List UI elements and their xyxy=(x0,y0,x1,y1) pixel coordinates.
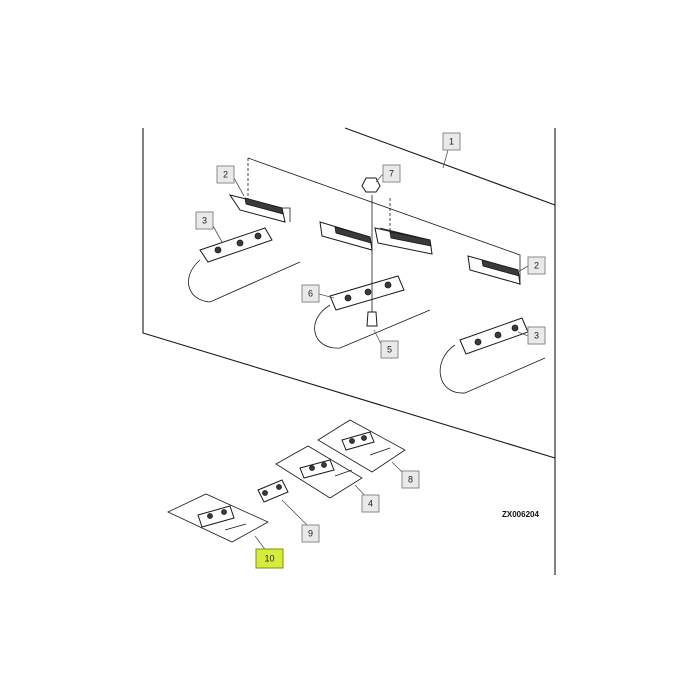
knife-section-middle xyxy=(319,221,373,251)
knife-head-middle xyxy=(329,275,405,311)
callout-4: 4 xyxy=(361,494,380,513)
knife-head-right xyxy=(459,317,529,355)
callout-5-label: 5 xyxy=(387,345,392,355)
callout-9: 9 xyxy=(301,524,320,543)
callout-6: 6 xyxy=(301,284,320,303)
callout-9-label: 9 xyxy=(308,529,313,539)
callout-10: 10 xyxy=(255,548,284,569)
kit-pack-4 xyxy=(275,445,363,499)
callout-7-label: 7 xyxy=(389,169,394,179)
callout-8: 8 xyxy=(401,470,420,489)
callout-7: 7 xyxy=(382,164,401,183)
bolt-part xyxy=(366,195,378,327)
kit-pack-8 xyxy=(317,419,406,473)
callout-3-left: 3 xyxy=(195,211,214,230)
callout-1: 1 xyxy=(442,132,461,151)
callout-10-highlight xyxy=(255,548,284,569)
guard-curve-middle xyxy=(314,304,431,349)
callout-4-label: 4 xyxy=(368,499,373,509)
guard-curve-right xyxy=(439,344,546,394)
callout-2-upper-label: 2 xyxy=(223,170,228,180)
knife-section-right-upper xyxy=(374,227,433,255)
callout-8-label: 8 xyxy=(408,475,413,485)
knife-head-left xyxy=(199,227,273,263)
callout-5: 5 xyxy=(380,340,399,359)
figure-reference-code: ZX006204 xyxy=(502,510,539,519)
callout-10-label: 10 xyxy=(264,554,274,564)
callout-2-right-label: 2 xyxy=(534,261,539,271)
link-part-9 xyxy=(257,479,289,503)
knife-section-left xyxy=(228,194,286,223)
callout-2-upper: 2 xyxy=(216,165,235,184)
nut-part xyxy=(361,177,381,193)
callout-3-right: 3 xyxy=(527,326,546,345)
callout-2-right: 2 xyxy=(527,256,546,275)
knife-section-right xyxy=(467,255,521,285)
guard-curve-left xyxy=(188,259,301,303)
callout-3-right-label: 3 xyxy=(534,331,539,341)
kit-pack-10 xyxy=(167,493,269,543)
callout-6-label: 6 xyxy=(308,289,313,299)
callout-1-label: 1 xyxy=(449,137,454,147)
callout-3-left-label: 3 xyxy=(202,216,207,226)
frame-outline xyxy=(142,127,556,575)
